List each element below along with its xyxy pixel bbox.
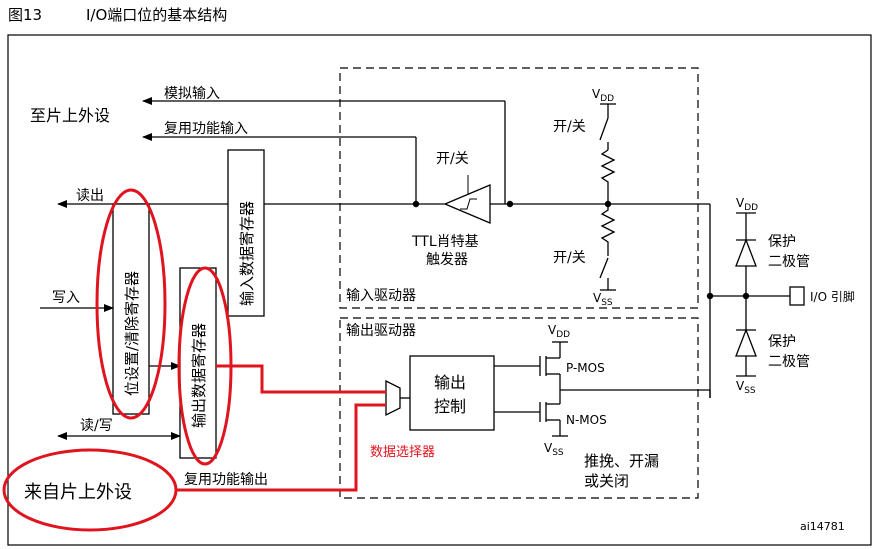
- io-pin-label: I/O 引脚: [810, 289, 855, 304]
- pulldown-resistor: [600, 204, 616, 256]
- push-pull-label-2: 或关闭: [584, 472, 629, 490]
- input-data-register: [227, 149, 265, 317]
- output-control-label-2: 控制: [434, 397, 466, 416]
- alt-func-input-label: 复用功能输入: [164, 120, 248, 137]
- pullup-resistor: [600, 149, 616, 204]
- to-peripheral-label: 至片上外设: [30, 106, 110, 125]
- data-selector-label: 数据选择器: [370, 445, 435, 460]
- diode-label-lower-2: 二极管: [768, 354, 810, 370]
- pmos-label: P-MOS: [566, 361, 605, 375]
- vss-label-pulldown: VSS: [593, 291, 613, 308]
- vdd-label-pmos: VDD: [548, 323, 570, 340]
- switch-label-bottom: 开/关: [553, 250, 586, 266]
- protect-diode-lower: [735, 328, 757, 357]
- red-ellipse-bsrr: [95, 188, 167, 420]
- nmos-label: N-MOS: [566, 413, 607, 427]
- figure-title: I/O端口位的基本结构: [86, 6, 227, 24]
- ttl-label-1: TTL肖特基: [411, 233, 479, 250]
- output-driver-box: [339, 317, 699, 499]
- io-pin-pad: [789, 286, 805, 306]
- figure-number: 图13: [8, 6, 42, 24]
- red-path-alt-func: [176, 403, 386, 492]
- red-path-output-data: [216, 364, 386, 394]
- vdd-label-top: VDD: [592, 87, 614, 104]
- alt-func-output-label: 复用功能输出: [184, 471, 268, 488]
- vss-label-nmos: VSS: [544, 441, 564, 458]
- red-ellipse-peripheral: [2, 448, 178, 532]
- figure-id: ai14781: [800, 520, 845, 533]
- diode-label-lower-1: 保护: [768, 334, 796, 350]
- ttl-label-2: 触发器: [426, 252, 468, 268]
- protect-diode-upper: [735, 238, 757, 267]
- vdd-label-diode: VDD: [736, 196, 758, 213]
- read-write-label: 读/写: [80, 417, 113, 434]
- output-driver-label: 输出驱动器: [346, 323, 416, 339]
- output-control-box: [409, 355, 495, 431]
- diode-label-upper-1: 保护: [768, 234, 796, 250]
- switch-label-ttl: 开/关: [436, 151, 469, 167]
- vss-label-diode: VSS: [736, 379, 756, 396]
- data-selector-mux: [385, 379, 401, 417]
- pulldown-switch: [599, 257, 609, 279]
- outer-frame: [7, 34, 872, 546]
- read-out-label: 读出: [76, 187, 104, 204]
- diode-label-upper-2: 二极管: [768, 254, 810, 270]
- write-in-label: 写入: [52, 290, 80, 306]
- output-control-label-1: 输出: [434, 373, 466, 392]
- from-peripheral-label: 来自片上外设: [24, 482, 132, 503]
- input-data-reg-label: 输入数据寄存器: [238, 201, 256, 306]
- input-driver-label: 输入驱动器: [346, 288, 416, 304]
- red-ellipse-odr: [177, 266, 233, 466]
- bit-set-reset-label: 位设置/清除寄存器: [123, 271, 141, 396]
- input-driver-box: [339, 67, 699, 309]
- pullup-switch: [599, 117, 609, 141]
- switch-label-top: 开/关: [553, 119, 586, 135]
- output-data-reg-label: 输出数据寄存器: [190, 323, 208, 428]
- push-pull-label-1: 推挽、开漏: [584, 452, 659, 470]
- analog-input-label: 模拟输入: [164, 86, 220, 102]
